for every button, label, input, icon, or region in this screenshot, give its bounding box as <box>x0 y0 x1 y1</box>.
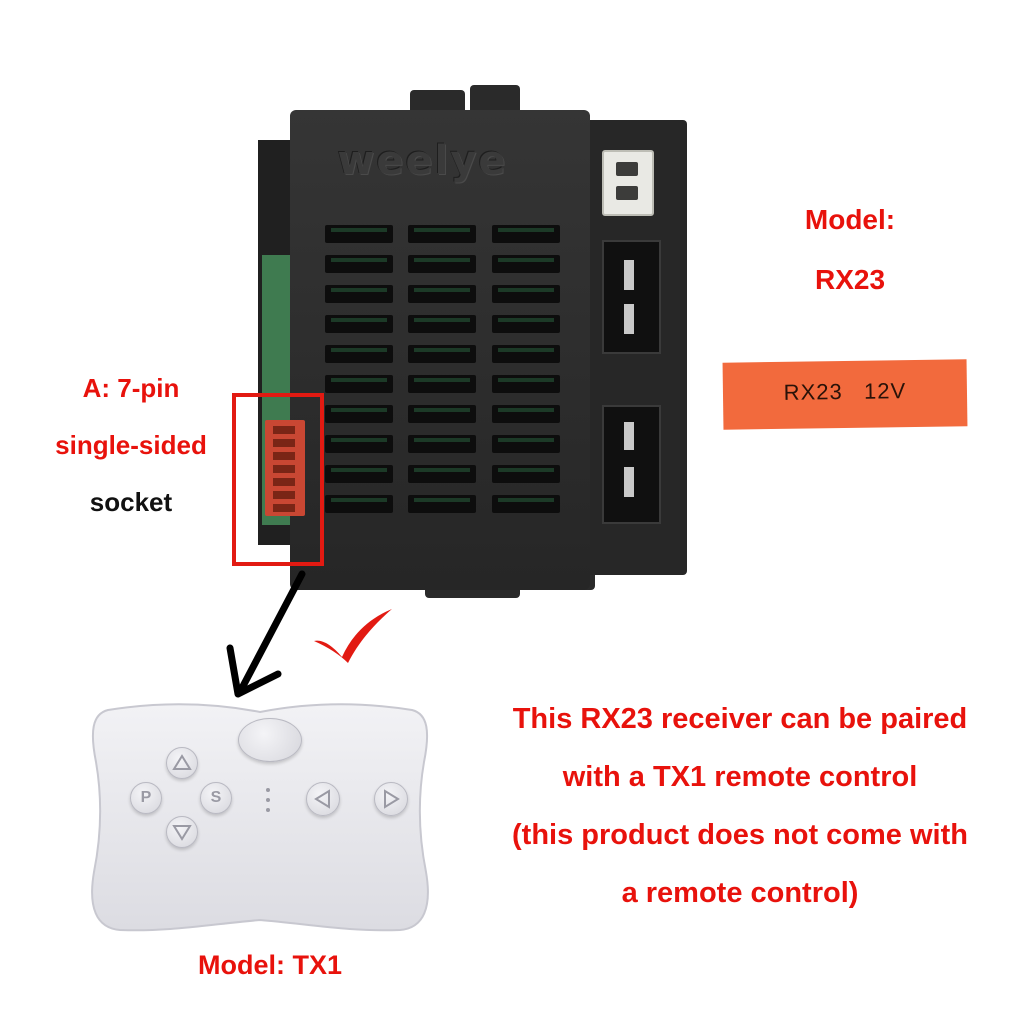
reverse-button[interactable] <box>166 816 198 848</box>
connector-pin <box>616 162 638 176</box>
sticker-text: RX23 12V <box>783 378 907 405</box>
grille-slot <box>408 225 476 243</box>
grille-slot <box>408 315 476 333</box>
grille-slot <box>325 315 393 333</box>
model-sticker: RX23 12V <box>722 359 968 430</box>
indicator-dot <box>266 798 270 802</box>
grille-slot <box>492 435 560 453</box>
grille-slot <box>492 285 560 303</box>
receiver-module: weelye <box>230 85 700 605</box>
grille-slot <box>325 255 393 273</box>
receiver-model-label: Model: RX23 <box>760 190 940 310</box>
triangle-left-icon <box>314 789 330 809</box>
motor-socket-upper <box>602 240 661 354</box>
left-button[interactable] <box>306 782 340 816</box>
grille-slot <box>325 405 393 423</box>
triangle-down-icon <box>172 825 192 841</box>
triangle-up-icon <box>172 754 192 770</box>
grille-slot <box>325 285 393 303</box>
socket-terminal <box>624 467 634 497</box>
compatibility-line: with a TX1 remote control <box>562 761 918 793</box>
grille-slot <box>492 345 560 363</box>
seven-pin-socket <box>265 420 305 516</box>
grille-slot <box>408 495 476 513</box>
grille-slot <box>408 345 476 363</box>
grille-slot <box>325 345 393 363</box>
brand-logo: weelye <box>337 138 508 184</box>
grille-slot <box>408 405 476 423</box>
grille-slot <box>408 435 476 453</box>
grille-slot <box>492 375 560 393</box>
grille-slot <box>325 375 393 393</box>
triangle-right-icon <box>384 789 400 809</box>
grille-slot <box>408 285 476 303</box>
grille-slot <box>408 375 476 393</box>
grille-slot <box>492 315 560 333</box>
grille-slot <box>325 435 393 453</box>
park-button[interactable]: P <box>130 782 162 814</box>
grille-slot <box>325 225 393 243</box>
remote-model-label: Model: TX1 <box>197 950 342 980</box>
socket-highlight-box <box>232 393 324 566</box>
socket-callout-line: socket <box>89 487 173 517</box>
grille-slot <box>408 255 476 273</box>
model-heading: Model: <box>804 204 896 235</box>
indicator-dot <box>266 788 270 792</box>
socket-terminal <box>624 260 634 290</box>
socket-terminal <box>624 422 634 450</box>
model-value: RX23 <box>814 264 886 295</box>
socket-callout-line: single-sided <box>55 430 207 460</box>
check-mark-icon <box>314 609 392 663</box>
grille-slot <box>408 465 476 483</box>
grille-slot <box>492 225 560 243</box>
arrow-down-left-icon <box>226 570 306 698</box>
grille-slot <box>325 495 393 513</box>
forward-button[interactable] <box>166 747 198 779</box>
grille-slot <box>325 465 393 483</box>
socket-terminal <box>624 304 634 334</box>
compatibility-line: (this product does not come with <box>512 819 968 851</box>
grille-slot <box>492 405 560 423</box>
grille-slot <box>492 465 560 483</box>
compatibility-line: This RX23 receiver can be paired <box>512 703 968 735</box>
right-button[interactable] <box>374 782 408 816</box>
tx1-remote: P S <box>88 702 432 934</box>
grille-slot <box>492 255 560 273</box>
socket-callout: A: 7-pin single-sided socket <box>26 360 236 531</box>
socket-callout-line: A: 7-pin <box>82 373 180 403</box>
indicator-dot <box>266 808 270 812</box>
power-button[interactable] <box>238 718 302 762</box>
stop-button[interactable]: S <box>200 782 232 814</box>
connector-pin <box>616 186 638 200</box>
grille-slot <box>492 495 560 513</box>
compatibility-note: This RX23 receiver can be paired with a … <box>456 690 1024 922</box>
compatibility-line: a remote control) <box>621 877 859 909</box>
motor-socket-lower <box>602 405 661 524</box>
power-connector <box>602 150 654 216</box>
